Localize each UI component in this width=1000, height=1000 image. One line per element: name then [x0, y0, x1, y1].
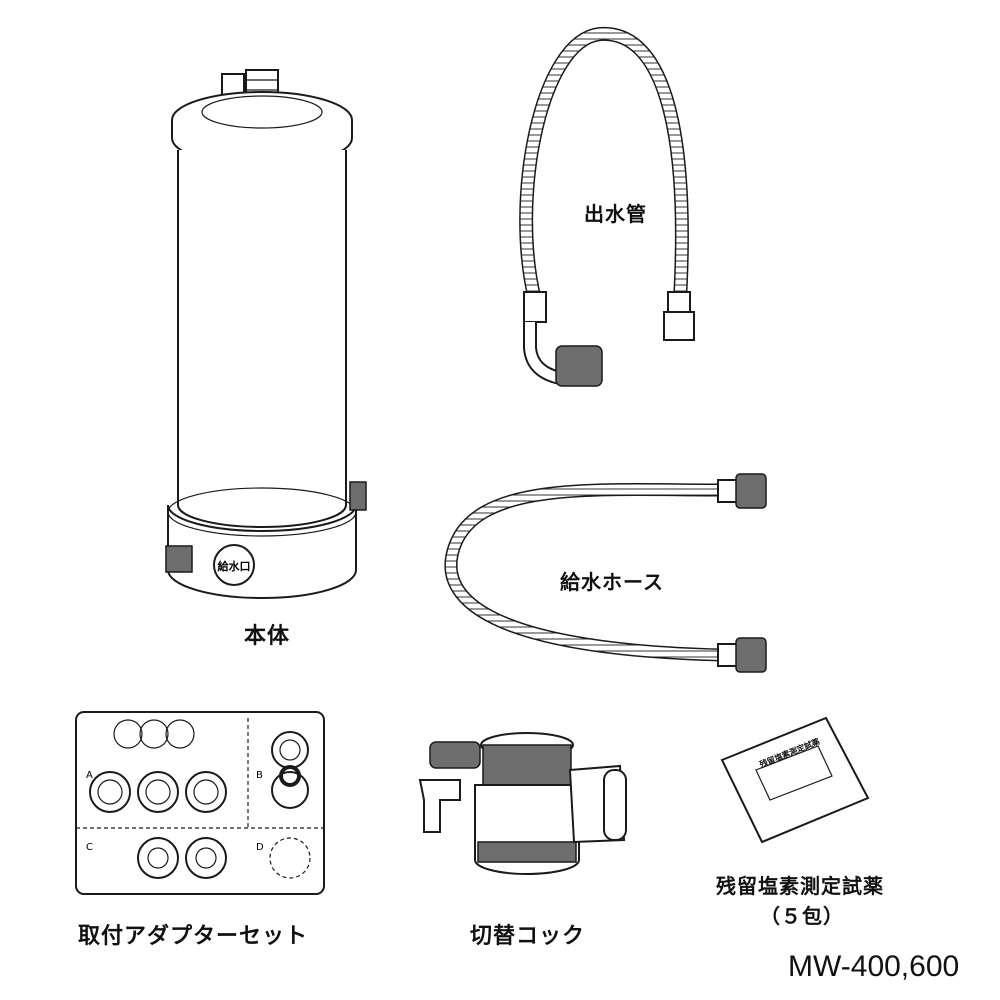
reagent-packet-illustration	[720, 716, 870, 844]
reagent-label-line2: （５包）	[760, 904, 844, 928]
outlet-pipe-illustration	[519, 26, 695, 387]
main-body-illustration	[165, 69, 367, 599]
supply-hose-label: 給水ホース	[560, 570, 664, 594]
switch-cock-label: 切替コック	[470, 924, 586, 949]
section-b-letter: B	[256, 770, 263, 781]
adapter-set-label: 取付アダプターセット	[78, 924, 309, 949]
inlet-mark-text: 給水口	[218, 559, 251, 573]
section-d-letter: D	[256, 842, 264, 853]
supply-hose-illustration	[444, 473, 767, 673]
outlet-pipe-label: 出水管	[584, 202, 647, 226]
model-number: MW-400,600	[788, 950, 960, 983]
section-c-letter: C	[86, 842, 93, 853]
main-body-label: 本体	[244, 624, 291, 649]
switch-cock-illustration	[418, 732, 627, 875]
section-a-letter: A	[86, 770, 93, 781]
reagent-label-line1: 残留塩素測定試薬	[716, 874, 884, 898]
adapter-set-illustration	[75, 711, 325, 895]
